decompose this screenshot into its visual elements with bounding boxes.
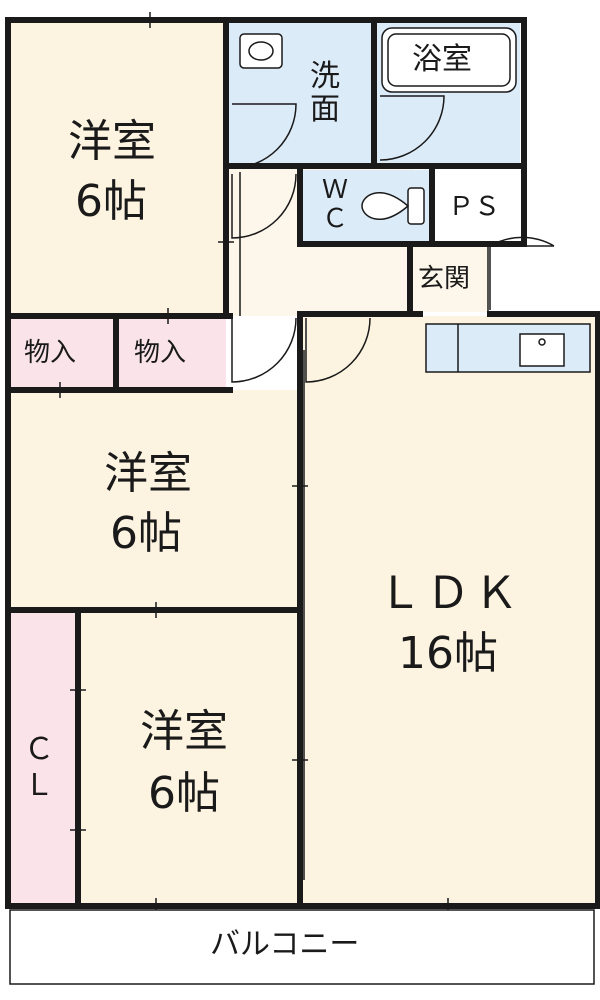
inner-lines: [239, 172, 489, 880]
western-room-top-name: 洋室: [68, 116, 156, 167]
ldk-floor: [302, 316, 596, 904]
ps-floor: [432, 170, 520, 242]
washroom-sink-icon: [239, 33, 283, 69]
door-swings: [231, 95, 555, 383]
storage-right-floor: [118, 316, 226, 388]
entrance-label: 玄関: [418, 264, 471, 294]
toilet-icon: [361, 187, 425, 225]
storage-right-label: 物入: [134, 338, 187, 368]
balcony-outline: [9, 909, 595, 985]
closet-floor: [8, 612, 78, 904]
western-room-mid-size: 6帖: [110, 508, 182, 559]
storage-left-label: 物入: [24, 338, 77, 368]
wc-label: Ｗ Ｃ: [322, 175, 349, 234]
western-room-bottom-size: 6帖: [148, 768, 220, 819]
ldk-name: ＬＤＫ: [378, 568, 522, 619]
storage-left-floor: [8, 316, 114, 388]
closet-label: Ｃ Ｌ: [24, 732, 54, 803]
ldk-size: 16帖: [398, 628, 498, 679]
walls: [5, 17, 600, 909]
entrance-floor: [410, 246, 488, 312]
western-room-bottom-floor: [80, 612, 298, 904]
western-room-mid-name: 洋室: [104, 448, 192, 499]
western-room-top-floor: [8, 22, 224, 314]
washroom-label: 洗 面: [310, 59, 340, 127]
bathtub-icon: [381, 27, 517, 93]
western-room-bottom-name: 洋室: [140, 706, 228, 757]
bath-label: 浴室: [412, 42, 472, 77]
kitchen-counter-icon: [425, 323, 591, 373]
western-room-mid-floor: [8, 390, 298, 608]
ps-label: ＰＳ: [448, 192, 501, 222]
western-room-top-size: 6帖: [75, 176, 147, 227]
window-marks: [59, 12, 449, 914]
balcony-label: バルコニー: [210, 927, 360, 962]
